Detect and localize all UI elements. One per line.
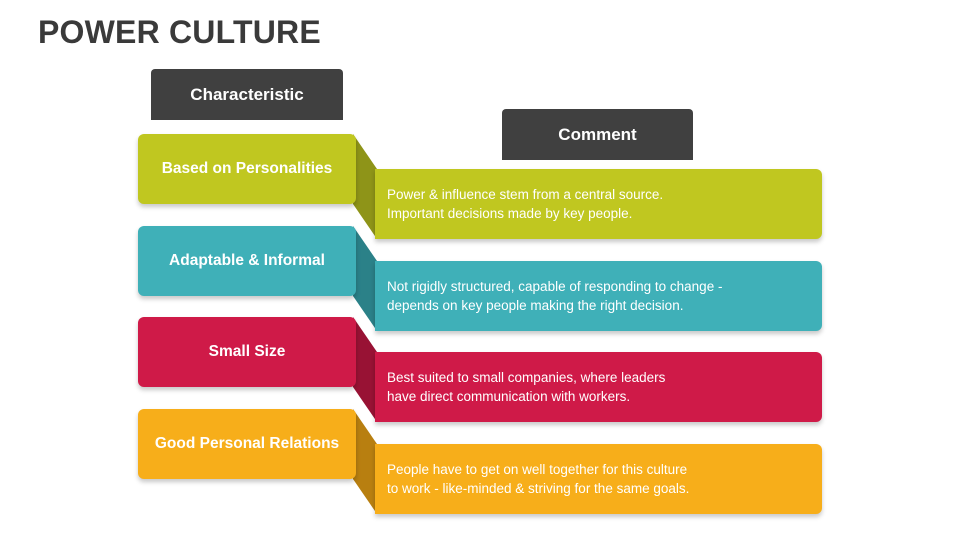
comment-text: Best suited to small companies, where le… (387, 370, 666, 404)
comment-header: Comment (502, 109, 693, 160)
characteristic-label: Adaptable & Informal (138, 226, 356, 296)
connector-fold (353, 409, 377, 514)
characteristic-header: Characteristic (151, 69, 343, 120)
row-connector (353, 226, 377, 331)
characteristic-label: Small Size (138, 317, 356, 387)
comment-box: Not rigidly structured, capable of respo… (375, 261, 822, 331)
characteristic-label: Based on Personalities (138, 134, 356, 204)
connector-fold (353, 134, 377, 239)
connector-fold (353, 226, 377, 331)
row-connector (353, 317, 377, 422)
comment-box: Best suited to small companies, where le… (375, 352, 822, 422)
comment-box: People have to get on well together for … (375, 444, 822, 514)
comment-text: Not rigidly structured, capable of respo… (387, 279, 723, 313)
comment-text: People have to get on well together for … (387, 462, 690, 496)
comment-text: Power & influence stem from a central so… (387, 187, 664, 221)
characteristic-label: Good Personal Relations (138, 409, 356, 479)
row-connector (353, 134, 377, 239)
connector-fold (353, 317, 377, 422)
page-title: POWER CULTURE (38, 14, 321, 50)
comment-box: Power & influence stem from a central so… (375, 169, 822, 239)
row-connector (353, 409, 377, 514)
